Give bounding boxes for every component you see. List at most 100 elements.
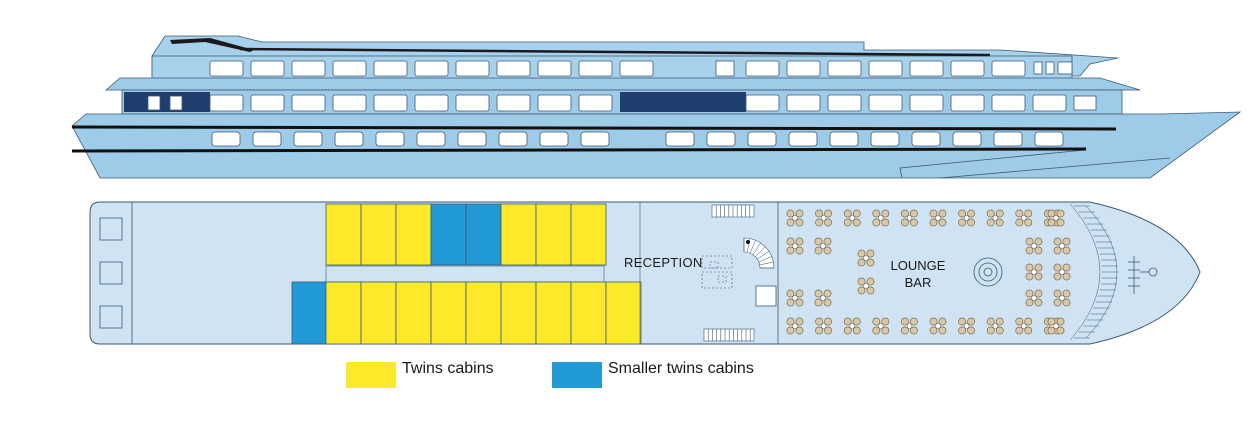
chair [1056, 317, 1065, 326]
chair [1024, 218, 1033, 227]
middle-deck-roof [104, 77, 1141, 91]
chair [1062, 272, 1071, 281]
table-top [963, 215, 970, 221]
chair [1025, 246, 1034, 255]
lounge-table [958, 317, 975, 335]
lounge-table [843, 317, 861, 335]
window [1032, 94, 1067, 112]
chair [823, 246, 832, 255]
twin-cabin [500, 281, 537, 345]
chair [815, 326, 823, 335]
chair [823, 237, 832, 246]
window [909, 94, 944, 112]
lounge-table [901, 209, 918, 227]
table-top [1053, 215, 1059, 221]
chair [852, 317, 861, 326]
chair [1053, 272, 1062, 281]
stern-box [99, 261, 123, 285]
chair [866, 258, 875, 267]
table-top [992, 323, 998, 329]
chair [1053, 289, 1062, 298]
window [455, 94, 490, 112]
table-top [1059, 269, 1065, 275]
lounge-table [1047, 209, 1065, 227]
legend-label-smaller-twins: Smaller twins cabins [608, 360, 754, 377]
porthole [706, 131, 736, 147]
chair [1034, 298, 1043, 307]
table-top [792, 215, 798, 221]
chair [857, 286, 866, 295]
window [373, 60, 408, 77]
window [827, 94, 862, 112]
lounge-table [786, 237, 804, 255]
porthole [539, 131, 569, 147]
chair [1024, 209, 1033, 218]
chair [938, 326, 947, 335]
lounge-table [929, 317, 947, 335]
chair [995, 218, 1004, 227]
table-top [906, 323, 913, 329]
table-top [1059, 243, 1065, 249]
legend-twins: Twins cabins [346, 360, 494, 388]
chair [910, 326, 918, 335]
window [332, 94, 367, 112]
porthole [416, 131, 446, 147]
lounge-table [1025, 263, 1043, 281]
window [1057, 61, 1073, 75]
chair [967, 209, 975, 218]
hull-stripe-bottom [71, 147, 1087, 153]
table-top [1031, 243, 1037, 249]
porthole [911, 131, 941, 147]
lounge-table [786, 317, 804, 335]
stairs-top [711, 204, 755, 218]
twin-cabin [360, 281, 397, 345]
stair-step [749, 240, 756, 254]
table-top [792, 295, 798, 301]
twin-cabin [500, 203, 537, 266]
window [745, 60, 780, 77]
window-band-left [124, 92, 210, 112]
chair [795, 298, 804, 307]
top-deck-windows [209, 60, 1073, 77]
chair [857, 258, 866, 267]
legend-swatch-twins [346, 362, 396, 388]
lounge-table [1015, 209, 1033, 227]
lounge-table [1053, 263, 1071, 281]
twin-cabin [465, 281, 502, 345]
chair [967, 326, 975, 335]
chair [938, 218, 947, 227]
chair [866, 286, 875, 295]
stair-step [759, 261, 774, 266]
chair [852, 209, 861, 218]
lounge-table [872, 209, 890, 227]
table-top [863, 255, 869, 261]
chair [986, 317, 995, 326]
chair [852, 326, 861, 335]
window [373, 94, 408, 112]
stair-step [757, 251, 770, 260]
twin-cabin [430, 281, 467, 345]
chair [986, 218, 995, 227]
lounge-table [1047, 317, 1065, 335]
hull-stripe-top [71, 125, 1117, 131]
chair [1047, 317, 1056, 326]
chair [1062, 263, 1071, 272]
table-top [1059, 295, 1065, 301]
table-top [935, 215, 941, 221]
hull-portholes [211, 131, 1064, 147]
lounge-table [929, 209, 947, 227]
twin-cabin [395, 203, 432, 266]
hull [71, 111, 1242, 179]
window [1073, 95, 1097, 111]
chair [881, 218, 890, 227]
chair [929, 317, 938, 326]
porthole [293, 131, 323, 147]
chair [872, 209, 881, 218]
table-top [935, 323, 941, 329]
chair [786, 298, 795, 307]
window [496, 60, 531, 77]
chair [823, 289, 832, 298]
window [578, 60, 613, 77]
porthole [829, 131, 859, 147]
chair [786, 237, 795, 246]
